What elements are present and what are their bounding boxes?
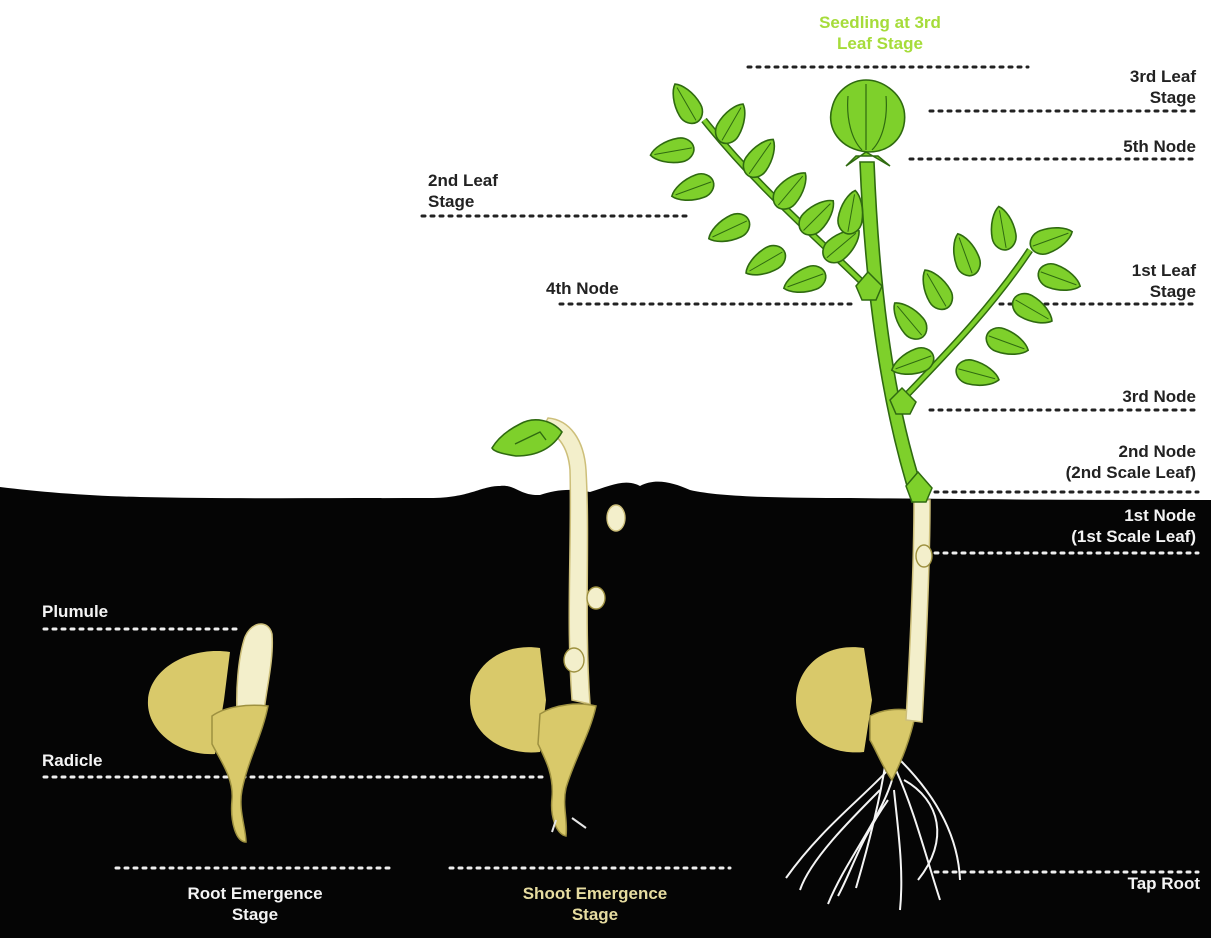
label-third-node: 3rd Node [1040, 386, 1196, 407]
label-first-node: 1st Node (1st Scale Leaf) [990, 505, 1196, 547]
label-first-leaf-stage: 1st Leaf Stage [1040, 260, 1196, 302]
label-radicle: Radicle [42, 750, 192, 771]
caption-shoot-emergence: Shoot Emergence Stage [470, 883, 720, 925]
label-second-node: 2nd Node (2nd Scale Leaf) [990, 441, 1196, 483]
label-second-leaf-stage: 2nd Leaf Stage [428, 170, 578, 212]
label-third-leaf-stage: 3rd Leaf Stage [1040, 66, 1196, 108]
label-plumule: Plumule [42, 601, 192, 622]
seedling-stage-title: Seedling at 3rd Leaf Stage [790, 12, 970, 54]
label-fourth-node: 4th Node [546, 278, 696, 299]
caption-root-emergence: Root Emergence Stage [130, 883, 380, 925]
label-fifth-node: 5th Node [1040, 136, 1196, 157]
label-tap-root: Tap Root [1040, 873, 1200, 894]
